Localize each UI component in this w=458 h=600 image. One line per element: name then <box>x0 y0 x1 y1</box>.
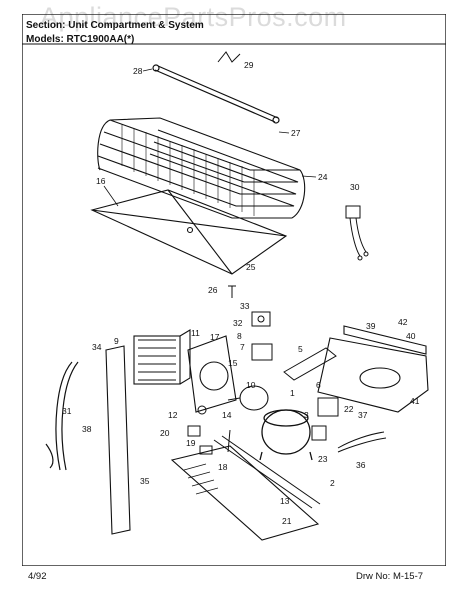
callout-14: 14 <box>222 410 232 420</box>
callout-8: 8 <box>237 331 242 341</box>
part-27-28-drain-tube <box>152 64 280 124</box>
callout-42: 42 <box>398 317 408 327</box>
parts-diagram: 28 29 27 24 16 30 25 26 33 32 8 9 11 17 … <box>22 14 446 566</box>
part-39-42-drain-pan <box>317 325 429 413</box>
callout-5: 5 <box>298 344 303 354</box>
callout-17: 17 <box>210 332 220 342</box>
callout-11: 11 <box>191 328 200 338</box>
callout-24: 24 <box>318 172 328 182</box>
callout-3: 3 <box>304 410 309 420</box>
callout-36: 36 <box>356 460 366 470</box>
callout-32: 32 <box>233 318 243 328</box>
callout-15: 15 <box>228 358 238 368</box>
part-16-25-evaporator-cover <box>90 189 288 275</box>
callout-41: 41 <box>410 396 420 406</box>
callout-28: 28 <box>133 66 143 76</box>
watermark: AppliancePartsPros.com <box>40 2 347 32</box>
section-title: Section: Unit Compartment & System <box>26 20 204 31</box>
diagram-frame <box>22 14 446 566</box>
footer-drawing-number: Drw No: M-15-7 <box>356 571 424 582</box>
part-22-relay <box>311 397 339 441</box>
callout-37: 37 <box>358 410 368 420</box>
part-30-fitting <box>345 205 369 261</box>
part-5-6-mounting <box>283 347 337 381</box>
part-11-17-fan-shroud <box>187 335 237 413</box>
callout-20: 20 <box>160 428 170 438</box>
callout-18: 18 <box>218 462 228 472</box>
part-31-38-tubing <box>45 361 79 471</box>
callout-13: 13 <box>280 496 290 506</box>
callout-9: 9 <box>114 336 119 346</box>
callout-38: 38 <box>82 424 92 434</box>
part-21-access-panel <box>170 445 320 541</box>
part-8-15-bracket <box>251 343 273 361</box>
part-12-20-19-18-small-parts <box>187 405 231 455</box>
part-34-35-side-panel <box>105 345 131 535</box>
part-24-evaporator <box>97 117 306 219</box>
callout-10: 10 <box>246 380 256 390</box>
callout-35: 35 <box>140 476 150 486</box>
callout-22: 22 <box>344 404 354 414</box>
callout-6: 6 <box>316 380 321 390</box>
part-4-compressor <box>259 409 313 461</box>
callout-19: 19 <box>186 438 196 448</box>
part-26-screw <box>228 285 236 298</box>
callout-23: 23 <box>318 454 328 464</box>
callout-34: 34 <box>92 342 102 352</box>
callout-29: 29 <box>244 60 254 70</box>
part-32-33-clip <box>251 311 271 327</box>
callout-27: 27 <box>291 128 301 138</box>
callout-labels: 28 29 27 24 16 30 25 26 33 32 8 9 11 17 … <box>62 60 420 526</box>
callout-26: 26 <box>208 285 218 295</box>
callout-25: 25 <box>246 262 256 272</box>
model-title: Models: RTC1900AA(*) <box>26 34 135 45</box>
callout-39: 39 <box>366 321 376 331</box>
part-9-condenser <box>133 329 191 385</box>
callout-31: 31 <box>62 406 72 416</box>
callout-33: 33 <box>240 301 250 311</box>
callout-16: 16 <box>96 176 106 186</box>
part-2-13-rails <box>213 435 321 509</box>
part-29-wire <box>217 51 241 63</box>
part-10-14-fan-motor <box>227 385 269 411</box>
callout-2: 2 <box>330 478 335 488</box>
callout-40: 40 <box>406 331 416 341</box>
callout-21: 21 <box>282 516 292 526</box>
callout-1: 1 <box>290 388 295 398</box>
footer-date: 4/92 <box>28 571 47 582</box>
callout-7: 7 <box>240 342 245 352</box>
callout-30: 30 <box>350 182 360 192</box>
callout-12: 12 <box>168 410 178 420</box>
part-37-36-cord <box>337 431 387 453</box>
